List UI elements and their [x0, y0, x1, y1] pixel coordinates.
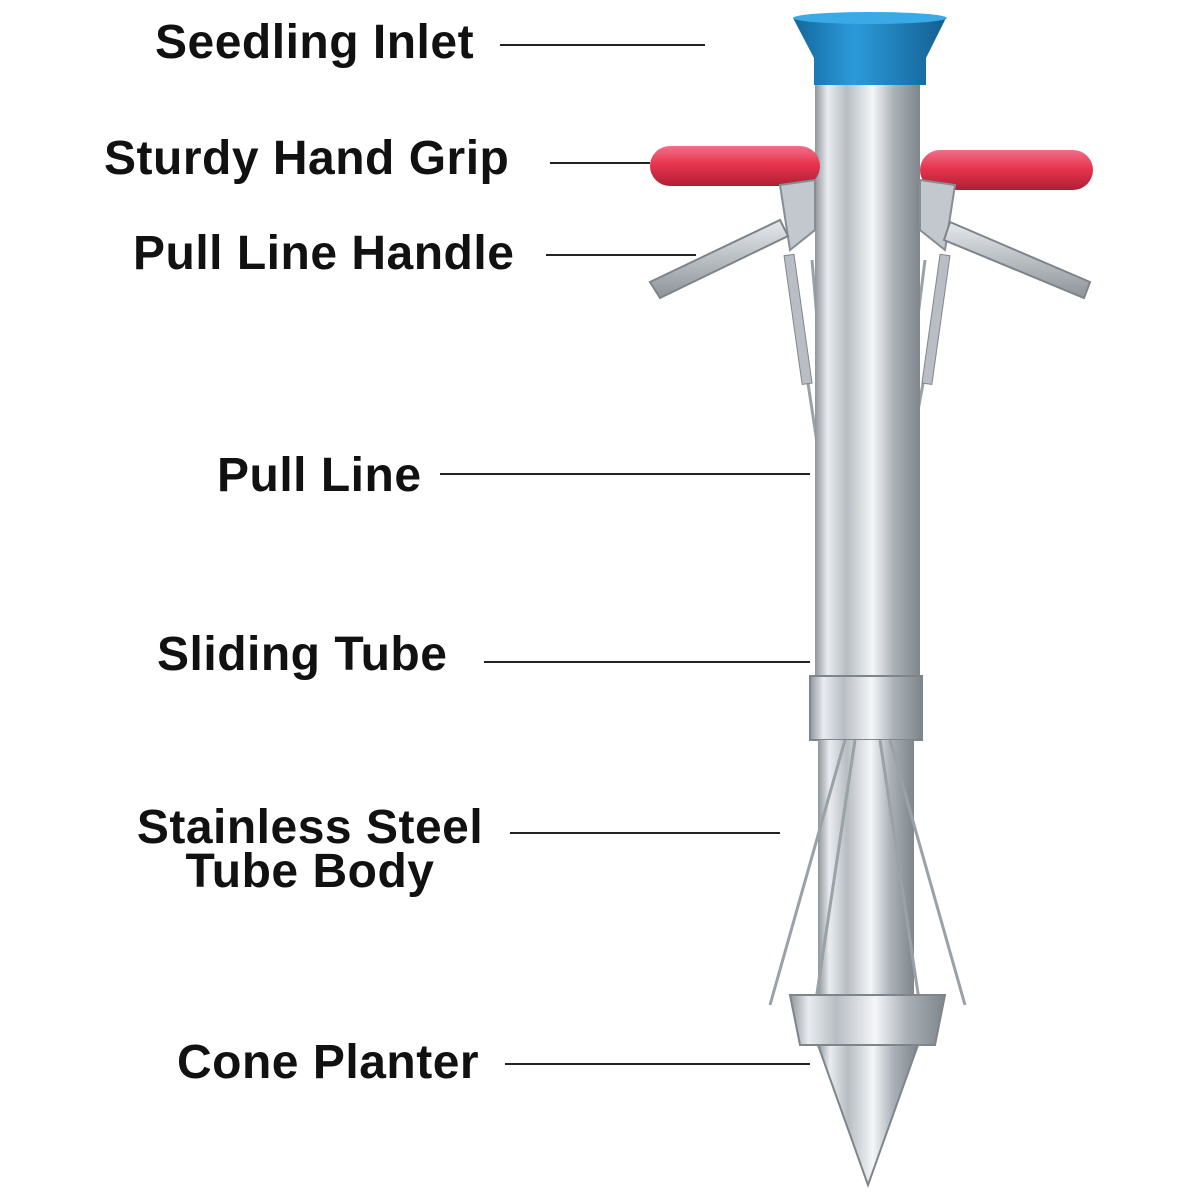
leader-pull-line	[440, 473, 810, 475]
upper-tube	[815, 80, 920, 700]
label-seedling-inlet: Seedling Inlet	[155, 16, 475, 69]
seedling-inlet-funnel	[793, 18, 946, 85]
leader-pull-line-handle	[546, 254, 696, 256]
label-cone-planter: Cone Planter	[177, 1036, 480, 1089]
label-pull-line: Pull Line	[217, 449, 422, 502]
leader-tube-body	[510, 832, 780, 834]
label-tube-body-line2: Tube Body	[185, 845, 435, 898]
sliding-tube-collar	[809, 675, 923, 741]
leader-seedling-inlet	[500, 44, 705, 46]
label-pull-line-handle: Pull Line Handle	[133, 227, 515, 280]
cone-planter	[816, 1044, 920, 1188]
pull-line-handles	[648, 218, 1092, 300]
leader-hand-grip	[550, 162, 650, 164]
label-tube-body-line1: Stainless Steel	[136, 801, 484, 854]
leader-cone-planter	[505, 1063, 810, 1065]
label-sliding-tube: Sliding Tube	[157, 628, 448, 681]
leader-sliding-tube	[484, 661, 810, 663]
label-tube-body: Stainless Steel Tube Body	[122, 801, 498, 898]
label-hand-grip: Sturdy Hand Grip	[104, 132, 510, 185]
hand-grip	[650, 146, 1093, 190]
